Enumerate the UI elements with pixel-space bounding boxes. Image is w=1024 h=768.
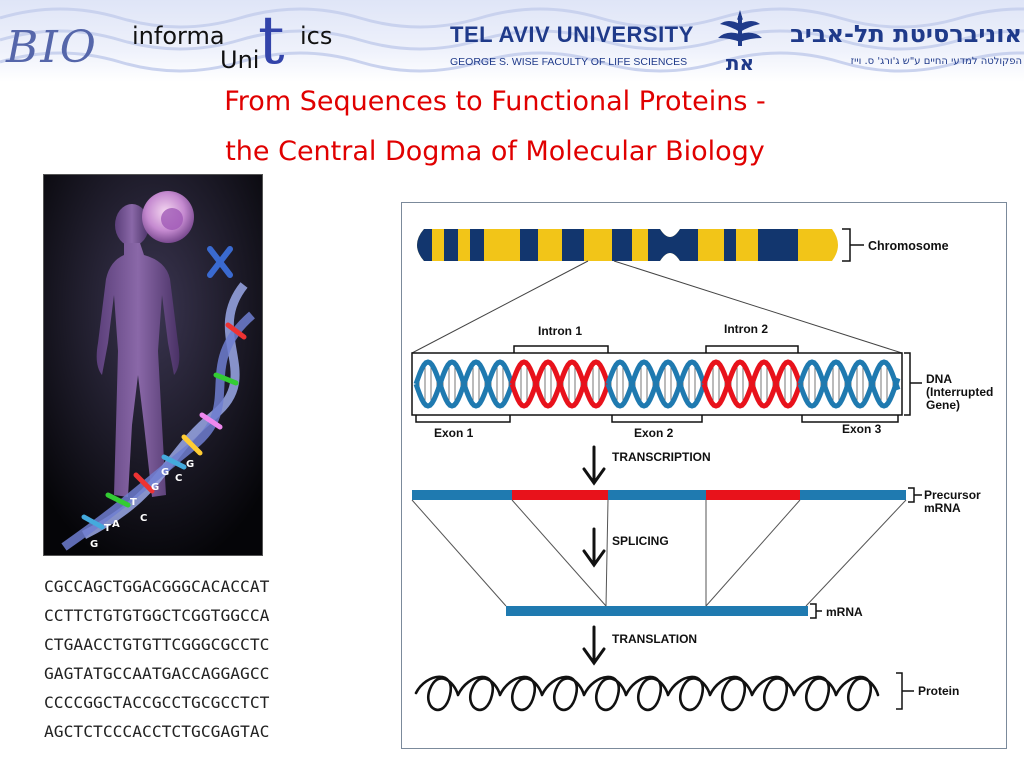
dna-bracket <box>904 352 922 416</box>
exon-1-bracket <box>415 415 511 423</box>
dna-strand <box>797 359 901 409</box>
bioinformatics-logo-text: informa <box>132 22 225 50</box>
label-dna-sub-2: Gene) <box>926 398 960 412</box>
label-precursor: Precursor <box>924 488 981 502</box>
label-mrna: mRNA <box>826 605 863 619</box>
label-chromosome: Chromosome <box>868 239 949 253</box>
transcription-arrow-icon <box>582 445 606 486</box>
dna-base-label: T <box>104 523 111 534</box>
dna-sequence-block: CGCCAGCTGGACGGGCACACCAT CCTTCTGTGTGGCTCG… <box>44 572 394 746</box>
dna-base-label: C <box>140 513 147 524</box>
label-transcription: TRANSCRIPTION <box>612 450 711 464</box>
sequence-line: CCTTCTGTGTGGCTCGGTGGCCA <box>44 606 270 625</box>
dna-base-label: A <box>112 519 120 530</box>
central-dogma-svg: Chromosome Intron 1 Intron 2 DNA (Interr… <box>411 228 993 712</box>
dna-strand <box>413 359 515 409</box>
human-silhouette <box>96 204 180 497</box>
label-exon-2: Exon 2 <box>634 426 674 440</box>
label-intron-2: Intron 2 <box>724 322 768 336</box>
dna-base-label: C <box>175 473 182 484</box>
label-exon-1: Exon 1 <box>434 426 474 440</box>
splicing-arrow-icon <box>582 527 606 568</box>
slide-title-line-2: the Central Dogma of Molecular Biology <box>225 136 765 167</box>
exon-3-bracket <box>801 415 899 423</box>
precursor-mrna-bar <box>412 490 906 500</box>
label-exon-3: Exon 3 <box>842 422 882 436</box>
sequence-line: AGCTCTCCCACCTCTGCGAGTAC <box>44 722 270 741</box>
dna-strand <box>701 359 803 409</box>
exon-2-bracket <box>611 415 703 423</box>
label-protein: Protein <box>918 684 959 698</box>
bioinformatics-logo-ics: ics <box>300 22 333 50</box>
dna-double-helix <box>413 359 901 409</box>
chromosome-x-icon <box>207 246 233 278</box>
header-banner: BIO informa t ics Uni TEL AVIV UNIVERSIT… <box>0 0 1024 82</box>
chromosome-bracket <box>842 228 864 262</box>
precursor-bracket <box>908 487 922 503</box>
chromosome-bar <box>417 229 838 261</box>
sequence-line: CCCCGGCTACCGCCTGCGCCTCT <box>44 693 270 712</box>
protein-chain <box>414 675 880 712</box>
hebrew-university-name: אוניברסיטת תל-אביב <box>790 20 1022 48</box>
label-splicing: SPLICING <box>612 534 669 548</box>
translation-arrow-icon <box>582 625 606 666</box>
sequence-line: GAGTATGCCAATGACCAGGAGCC <box>44 664 270 683</box>
sequence-line: CGCCAGCTGGACGGGCACACCAT <box>44 577 270 596</box>
human-dna-illustration: G C G T C A G T G <box>43 174 263 556</box>
protein-bracket <box>896 672 914 710</box>
header-background <box>0 7 1024 73</box>
hebrew-faculty-name: הפקולטה למדעי החיים ע"ש ג'ורג' ס. וייז <box>850 56 1022 67</box>
label-dna-sub-1: (Interrupted <box>926 385 993 399</box>
faculty-name: GEORGE S. WISE FACULTY OF LIFE SCIENCES <box>450 56 688 68</box>
intron-1-bracket <box>513 345 609 353</box>
bioinformatics-logo-unit: Uni <box>220 46 260 74</box>
tau-emblem-icon: את <box>718 10 762 75</box>
dna-base-label: T <box>130 497 137 508</box>
dna-base-label: G <box>90 539 98 550</box>
human-dna-artwork: G C G T C A G T G <box>44 175 262 555</box>
label-intron-1: Intron 1 <box>538 324 582 338</box>
dna-base-label: G <box>151 482 159 493</box>
bioinformatics-logo-t: t <box>258 2 285 79</box>
sequence-line: CTGAACCTGTGTTCGGGCGCCTC <box>44 635 270 654</box>
dna-base-label: G <box>161 467 169 478</box>
bioinformatics-logo-bio: BIO <box>6 22 98 73</box>
university-name: TEL AVIV UNIVERSITY <box>450 22 694 47</box>
mrna-bar <box>506 606 808 616</box>
slide-title-line-1: From Sequences to Functional Proteins - <box>224 86 766 117</box>
splicing-lines <box>411 499 907 607</box>
dna-strand <box>509 359 611 409</box>
emblem-letters: את <box>726 51 754 75</box>
intron-2-bracket <box>705 345 799 353</box>
dna-strand <box>605 359 707 409</box>
central-dogma-diagram: Chromosome Intron 1 Intron 2 DNA (Interr… <box>401 202 1007 749</box>
dna-helix-artwork <box>61 282 255 551</box>
dna-base-label: G <box>186 459 194 470</box>
mrna-bracket <box>810 603 822 619</box>
label-translation: TRANSLATION <box>612 632 697 646</box>
label-precursor-mrna: mRNA <box>924 501 961 515</box>
label-dna: DNA <box>926 372 952 386</box>
